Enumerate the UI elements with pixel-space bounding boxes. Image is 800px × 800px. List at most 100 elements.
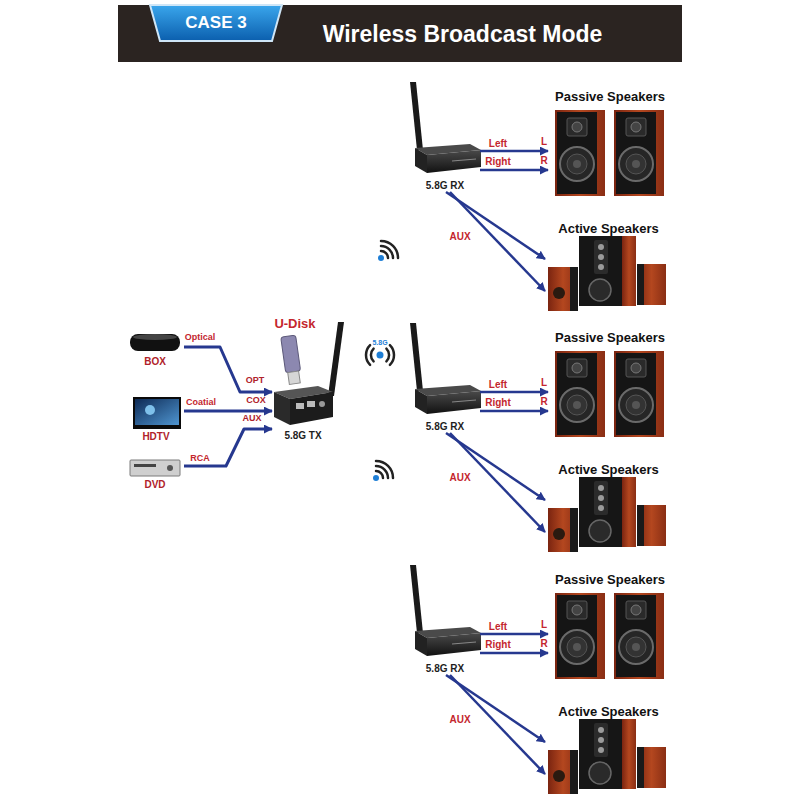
edge-label: Right bbox=[485, 639, 511, 650]
channel-label: L bbox=[541, 619, 547, 630]
wireless-wave bbox=[371, 349, 374, 362]
transmitter-body bbox=[290, 392, 333, 425]
node-label: Active Speakers bbox=[558, 221, 658, 237]
edge-label: Coatial bbox=[186, 398, 216, 408]
wireless-dot bbox=[377, 352, 384, 359]
channel-label: R bbox=[540, 155, 547, 166]
node-label: Active Speakers bbox=[558, 462, 658, 478]
receiver: 5.8G RX bbox=[410, 623, 480, 675]
title-band bbox=[118, 5, 682, 62]
signal-arrow bbox=[184, 410, 272, 413]
edge-label: AUX bbox=[449, 231, 470, 242]
node-label: Passive Speakers bbox=[555, 572, 665, 588]
box-icon bbox=[130, 334, 180, 351]
usb-disk: U-Disk bbox=[268, 316, 322, 384]
node-label: Passive Speakers bbox=[555, 330, 665, 346]
channel-label: L bbox=[541, 136, 547, 147]
usb-stick bbox=[281, 335, 301, 373]
receiver: 5.8G RX bbox=[410, 140, 480, 192]
transmitter-body bbox=[274, 392, 290, 425]
edge-label: Optical bbox=[185, 333, 216, 343]
tv-icon bbox=[133, 397, 181, 429]
input-label: AUX bbox=[242, 414, 261, 424]
tv-screen bbox=[135, 399, 179, 425]
edge-label: Right bbox=[485, 156, 511, 167]
signal-arrow bbox=[184, 429, 272, 466]
edge-label: Left bbox=[489, 138, 507, 149]
wireless-dot bbox=[378, 255, 384, 261]
receiver-group-picture bbox=[410, 565, 666, 794]
input-label: COX bbox=[246, 396, 266, 406]
port bbox=[307, 401, 315, 407]
wireless-wave bbox=[366, 345, 370, 365]
edge-label: Left bbox=[489, 621, 507, 632]
wireless-wave bbox=[386, 349, 389, 362]
frequency-label: 5.8G bbox=[372, 339, 387, 347]
tv-screen bbox=[145, 405, 155, 415]
node-label: 5.8G RX bbox=[426, 180, 464, 192]
node-label: U-Disk bbox=[274, 316, 315, 332]
signal-arrow bbox=[480, 391, 548, 394]
dvd-slot bbox=[134, 464, 156, 467]
passive-speakers: Passive Speakers bbox=[548, 89, 672, 200]
node-label: 5.8G RX bbox=[426, 663, 464, 675]
signal-arrow bbox=[480, 150, 548, 153]
node-label: DVD bbox=[144, 479, 165, 491]
channel-label: L bbox=[541, 377, 547, 388]
wireless-icons bbox=[366, 241, 398, 478]
signal-arrow bbox=[480, 652, 548, 655]
source-device: DVD bbox=[126, 456, 184, 491]
port bbox=[296, 403, 304, 409]
active-speakers: Active Speakers bbox=[545, 462, 672, 553]
diagram-title: Wireless Broadcast Mode bbox=[290, 19, 635, 49]
active-speakers: Active Speakers bbox=[545, 221, 672, 312]
receiver-group-picture bbox=[410, 82, 666, 311]
antenna bbox=[328, 322, 344, 396]
edge-label: AUX bbox=[449, 714, 470, 725]
passive-speakers: Passive Speakers bbox=[548, 330, 672, 441]
signal-arrow bbox=[480, 633, 548, 636]
case-tab-label: CASE 3 bbox=[185, 14, 246, 33]
usb-stick bbox=[281, 335, 303, 385]
node-label: Passive Speakers bbox=[555, 89, 665, 105]
channel-label: R bbox=[540, 638, 547, 649]
source-device: BOX bbox=[126, 330, 184, 368]
signal-arrow bbox=[450, 675, 545, 774]
edge-label: Left bbox=[489, 379, 507, 390]
transmitter: 5.8G TX bbox=[272, 386, 334, 442]
signal-arrow bbox=[450, 192, 545, 291]
wireless-wave bbox=[381, 241, 398, 258]
signal-arrow bbox=[480, 169, 548, 172]
port bbox=[319, 401, 325, 407]
box-icon bbox=[133, 334, 177, 340]
edge-label: AUX bbox=[449, 472, 470, 483]
signal-arrow bbox=[184, 347, 272, 392]
node-label: BOX bbox=[144, 356, 166, 368]
input-label: OPT bbox=[246, 376, 265, 386]
signal-arrow bbox=[450, 433, 545, 532]
transmitter-picture bbox=[274, 322, 344, 425]
wireless-wave bbox=[376, 461, 393, 478]
edge-label: RCA bbox=[190, 454, 210, 464]
passive-speakers: Passive Speakers bbox=[548, 572, 672, 683]
active-speakers: Active Speakers bbox=[545, 704, 672, 795]
channel-label: R bbox=[540, 396, 547, 407]
receiver: 5.8G RX bbox=[410, 381, 480, 433]
wireless-wave bbox=[390, 345, 394, 365]
usb-plug bbox=[288, 371, 301, 384]
case-tab bbox=[150, 5, 282, 41]
node-label: 5.8G RX bbox=[426, 421, 464, 433]
wireless-dot bbox=[373, 475, 379, 481]
node-label: 5.8G TX bbox=[284, 430, 321, 442]
source-devices bbox=[130, 334, 181, 476]
receiver-group-picture bbox=[410, 323, 666, 552]
node-label: HDTV bbox=[142, 431, 169, 443]
signal-arrow bbox=[480, 410, 548, 413]
dvd-button bbox=[167, 465, 173, 471]
dvd-icon bbox=[130, 460, 180, 476]
edge-label: Right bbox=[485, 397, 511, 408]
source-device: HDTV bbox=[128, 395, 184, 443]
